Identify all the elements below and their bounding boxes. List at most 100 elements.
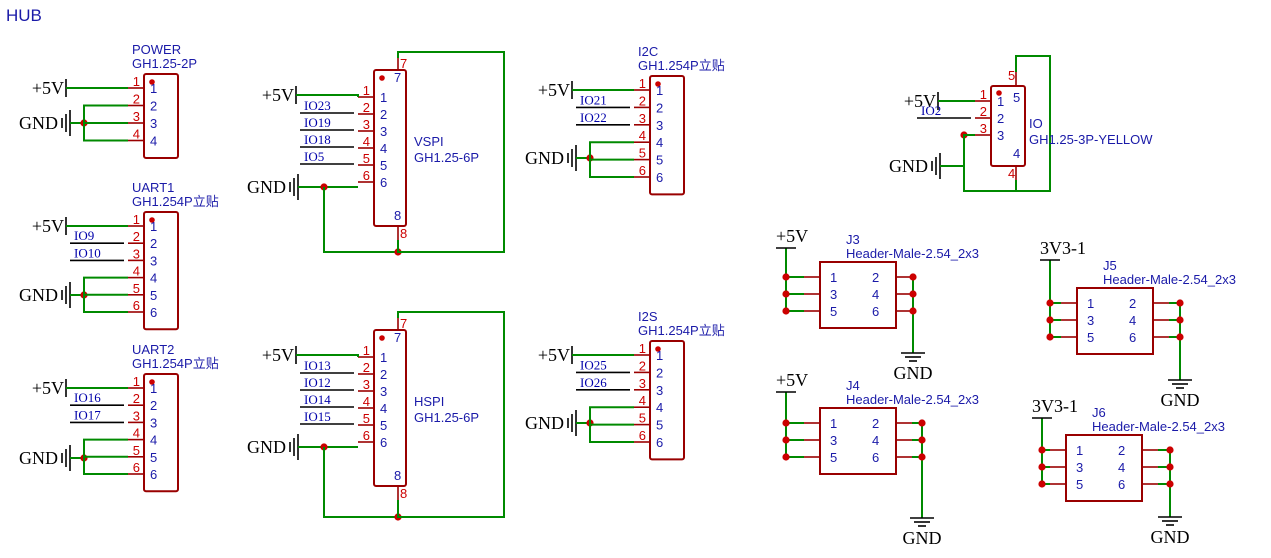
- pin-number: 2: [133, 92, 140, 107]
- pin-number: 1: [133, 74, 140, 89]
- connector-j4-value: Header-Male-2.54_2x3: [846, 392, 979, 407]
- pin-name: 1: [997, 94, 1004, 109]
- junction-dot: [1166, 480, 1174, 488]
- power-label-gnd: GND: [247, 437, 286, 457]
- connector-body: [143, 211, 179, 331]
- pin-name: 2: [380, 107, 387, 122]
- pin-name: 1: [1087, 296, 1094, 311]
- pin1-marker: [655, 346, 661, 352]
- connector-j5-ref: J5: [1103, 258, 1117, 273]
- connector-hspi-ref: HSPI: [414, 394, 444, 409]
- supply-label: 3V3-1: [1032, 396, 1078, 416]
- header-body: [819, 261, 897, 329]
- pin-name: 3: [656, 118, 663, 133]
- pin-number: 7: [400, 316, 407, 331]
- power-label-5v: +5V: [538, 80, 570, 100]
- pin-number: 5: [639, 411, 646, 426]
- net-label: IO2: [921, 103, 941, 118]
- junction-dot: [782, 453, 790, 461]
- pin-name: 4: [872, 433, 879, 448]
- pin-name: 2: [380, 367, 387, 382]
- pin-number: 3: [363, 377, 370, 392]
- io-value: GH1.25-3P-YELLOW: [1029, 132, 1153, 147]
- power-label-gnd: GND: [1151, 527, 1190, 547]
- pin-name: 6: [150, 467, 157, 482]
- connector-uart1-ref: UART1: [132, 180, 174, 195]
- pin-number: 1: [133, 374, 140, 389]
- junction-dot: [1038, 446, 1046, 454]
- pin-number: 5: [363, 411, 370, 426]
- pin-number: 8: [400, 226, 407, 241]
- connector-j3-ref: J3: [846, 232, 860, 247]
- net-label: IO26: [580, 375, 607, 390]
- connector-j5-value: Header-Male-2.54_2x3: [1103, 272, 1236, 287]
- connector-j3-value: Header-Male-2.54_2x3: [846, 246, 979, 261]
- connector-j6-ref: J6: [1092, 405, 1106, 420]
- net-label: IO12: [304, 375, 331, 390]
- junction-dot: [782, 419, 790, 427]
- connector-i2c-value: GH1.254P立贴: [638, 58, 725, 73]
- junction-dot: [918, 453, 926, 461]
- power-label-gnd: GND: [247, 177, 286, 197]
- junction-dot: [918, 436, 926, 444]
- power-label-5v: +5V: [262, 85, 294, 105]
- pin-number: 4: [133, 264, 140, 279]
- pin-name: 1: [656, 83, 663, 98]
- pin-name: 2: [150, 236, 157, 251]
- pin-number: 4: [133, 127, 140, 142]
- net-label: IO16: [74, 390, 101, 405]
- connector-uart1-value: GH1.254P立贴: [132, 194, 219, 209]
- power-label-5v: +5V: [32, 378, 64, 398]
- pin-number: 5: [133, 443, 140, 458]
- pin-number: 1: [639, 76, 646, 91]
- pin-name: 3: [380, 384, 387, 399]
- power-label-gnd: GND: [1161, 390, 1200, 410]
- pin-number: 2: [363, 100, 370, 115]
- pin-number: 4: [133, 426, 140, 441]
- pin-number: 4: [363, 394, 370, 409]
- connector-hspi-value: GH1.25-6P: [414, 410, 479, 425]
- pin-name: 5: [380, 158, 387, 173]
- net-label: IO17: [74, 407, 101, 422]
- pin-number: 2: [639, 93, 646, 108]
- pin-name: 1: [830, 416, 837, 431]
- pin-name: 1: [656, 348, 663, 363]
- pin-name: 2: [656, 100, 663, 115]
- connector-body: [990, 85, 1026, 167]
- junction-dot: [782, 290, 790, 298]
- wire: [397, 311, 505, 518]
- pin-name: 3: [150, 253, 157, 268]
- pin-name: 3: [1087, 313, 1094, 328]
- pin-name: 6: [150, 305, 157, 320]
- supply-label: 3V3-1: [1040, 238, 1086, 258]
- power-value: GH1.25-2P: [132, 56, 197, 71]
- pin-number: 4: [639, 128, 646, 143]
- net-label: IO19: [304, 115, 331, 130]
- pin-name: 1: [830, 270, 837, 285]
- pin-name: 2: [150, 398, 157, 413]
- pin-name: 6: [1129, 330, 1136, 345]
- wire: [296, 354, 359, 357]
- junction-dot: [909, 273, 917, 281]
- supply-label: +5V: [776, 370, 808, 390]
- net-label: IO13: [304, 358, 331, 373]
- pin-number: 7: [400, 56, 407, 71]
- pin-name: 6: [656, 170, 663, 185]
- pin-number: 4: [363, 134, 370, 149]
- pin-number: 6: [363, 428, 370, 443]
- pin-name: 2: [872, 416, 879, 431]
- pin-number: 3: [363, 117, 370, 132]
- junction-dot: [1166, 446, 1174, 454]
- wire: [1169, 302, 1181, 380]
- pin-name: 6: [872, 450, 879, 465]
- pin-name: 4: [150, 271, 157, 286]
- net-label: IO23: [304, 98, 331, 113]
- pin-name: 6: [380, 175, 387, 190]
